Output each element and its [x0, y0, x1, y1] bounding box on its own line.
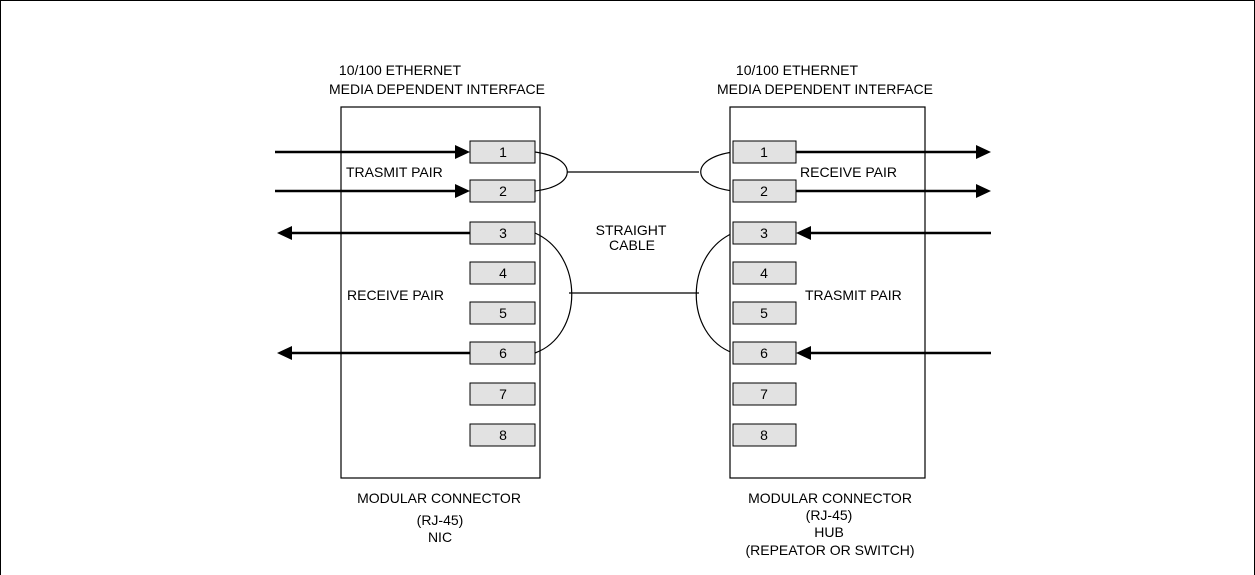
right-pin-8	[732, 423, 797, 447]
left-pin-5	[469, 301, 536, 325]
left-header-line1: 10/100 ETHERNET	[339, 62, 462, 78]
right-header-line2: MEDIA DEPENDENT INTERFACE	[717, 81, 933, 97]
right-pin-7	[732, 382, 797, 406]
left-arrow-out-of-pin-6	[277, 346, 470, 360]
right-pin-1-label: 1	[760, 144, 768, 160]
left-pin-4-label: 4	[499, 265, 507, 281]
right-footer-line4: (REPEATOR OR SWITCH)	[745, 542, 914, 558]
left-transmit-pair-loop	[534, 151, 568, 192]
left-transmit-pair-label: TRASMIT PAIR	[346, 164, 443, 180]
cable-label-line2: CABLE	[609, 237, 655, 253]
left-pin-8	[469, 423, 536, 447]
left-pin-3-label: 3	[499, 225, 507, 241]
right-receive-pair-loop	[700, 151, 734, 192]
right-pin-3-label: 3	[760, 225, 768, 241]
left-arrow-out-of-pin-3	[277, 226, 470, 240]
left-pin-7	[469, 382, 536, 406]
right-arrow-out-of-pin-1	[796, 145, 991, 159]
right-pin-5	[732, 301, 797, 325]
right-pin-6-label: 6	[760, 345, 768, 361]
left-arrows	[275, 145, 470, 360]
right-transmit-pair-label: TRASMIT PAIR	[805, 287, 902, 303]
left-pin-7-label: 7	[499, 386, 507, 402]
left-connector: 10/100 ETHERNET MEDIA DEPENDENT INTERFAC…	[329, 62, 545, 545]
right-pin-8-label: 8	[760, 427, 768, 443]
left-pin-1-label: 1	[499, 144, 507, 160]
right-footer-line3: HUB	[814, 524, 844, 540]
right-pin-5-label: 5	[760, 305, 768, 321]
right-arrow-into-pin-6	[796, 346, 991, 360]
right-pin-2-label: 2	[760, 183, 768, 199]
right-arrow-into-pin-3	[796, 226, 991, 240]
left-arrow-into-pin-1	[275, 145, 470, 159]
left-footer-line2: (RJ-45)	[417, 512, 464, 528]
right-arrow-out-of-pin-2	[796, 184, 991, 198]
right-footer-line1: MODULAR CONNECTOR	[748, 490, 912, 506]
left-pin-8-label: 8	[499, 427, 507, 443]
left-pin-2-label: 2	[499, 183, 507, 199]
right-header-line1: 10/100 ETHERNET	[736, 62, 859, 78]
straight-cable: STRAIGHT CABLE	[534, 151, 734, 354]
right-connector-body	[729, 106, 926, 479]
right-connector: 10/100 ETHERNET MEDIA DEPENDENT INTERFAC…	[717, 62, 933, 558]
left-receive-pair-label: RECEIVE PAIR	[347, 287, 444, 303]
cable-label-line1: STRAIGHT	[596, 222, 667, 238]
left-arrow-into-pin-2	[275, 184, 470, 198]
left-receive-pair-loop	[534, 232, 573, 354]
right-pin-7-label: 7	[760, 386, 768, 402]
left-footer-line1: MODULAR CONNECTOR	[357, 490, 521, 506]
left-pin-4	[469, 261, 536, 285]
left-pin-6-label: 6	[499, 345, 507, 361]
right-footer-line2: (RJ-45)	[806, 507, 853, 523]
left-connector-body	[340, 106, 541, 479]
right-receive-pair-label: RECEIVE PAIR	[800, 164, 897, 180]
right-arrows	[796, 145, 991, 360]
right-pin-4	[732, 261, 797, 285]
left-pin-5-label: 5	[499, 305, 507, 321]
left-footer-line3: NIC	[428, 529, 452, 545]
right-transmit-pair-loop	[695, 232, 734, 354]
left-header-line2: MEDIA DEPENDENT INTERFACE	[329, 81, 545, 97]
right-pin-4-label: 4	[760, 265, 768, 281]
